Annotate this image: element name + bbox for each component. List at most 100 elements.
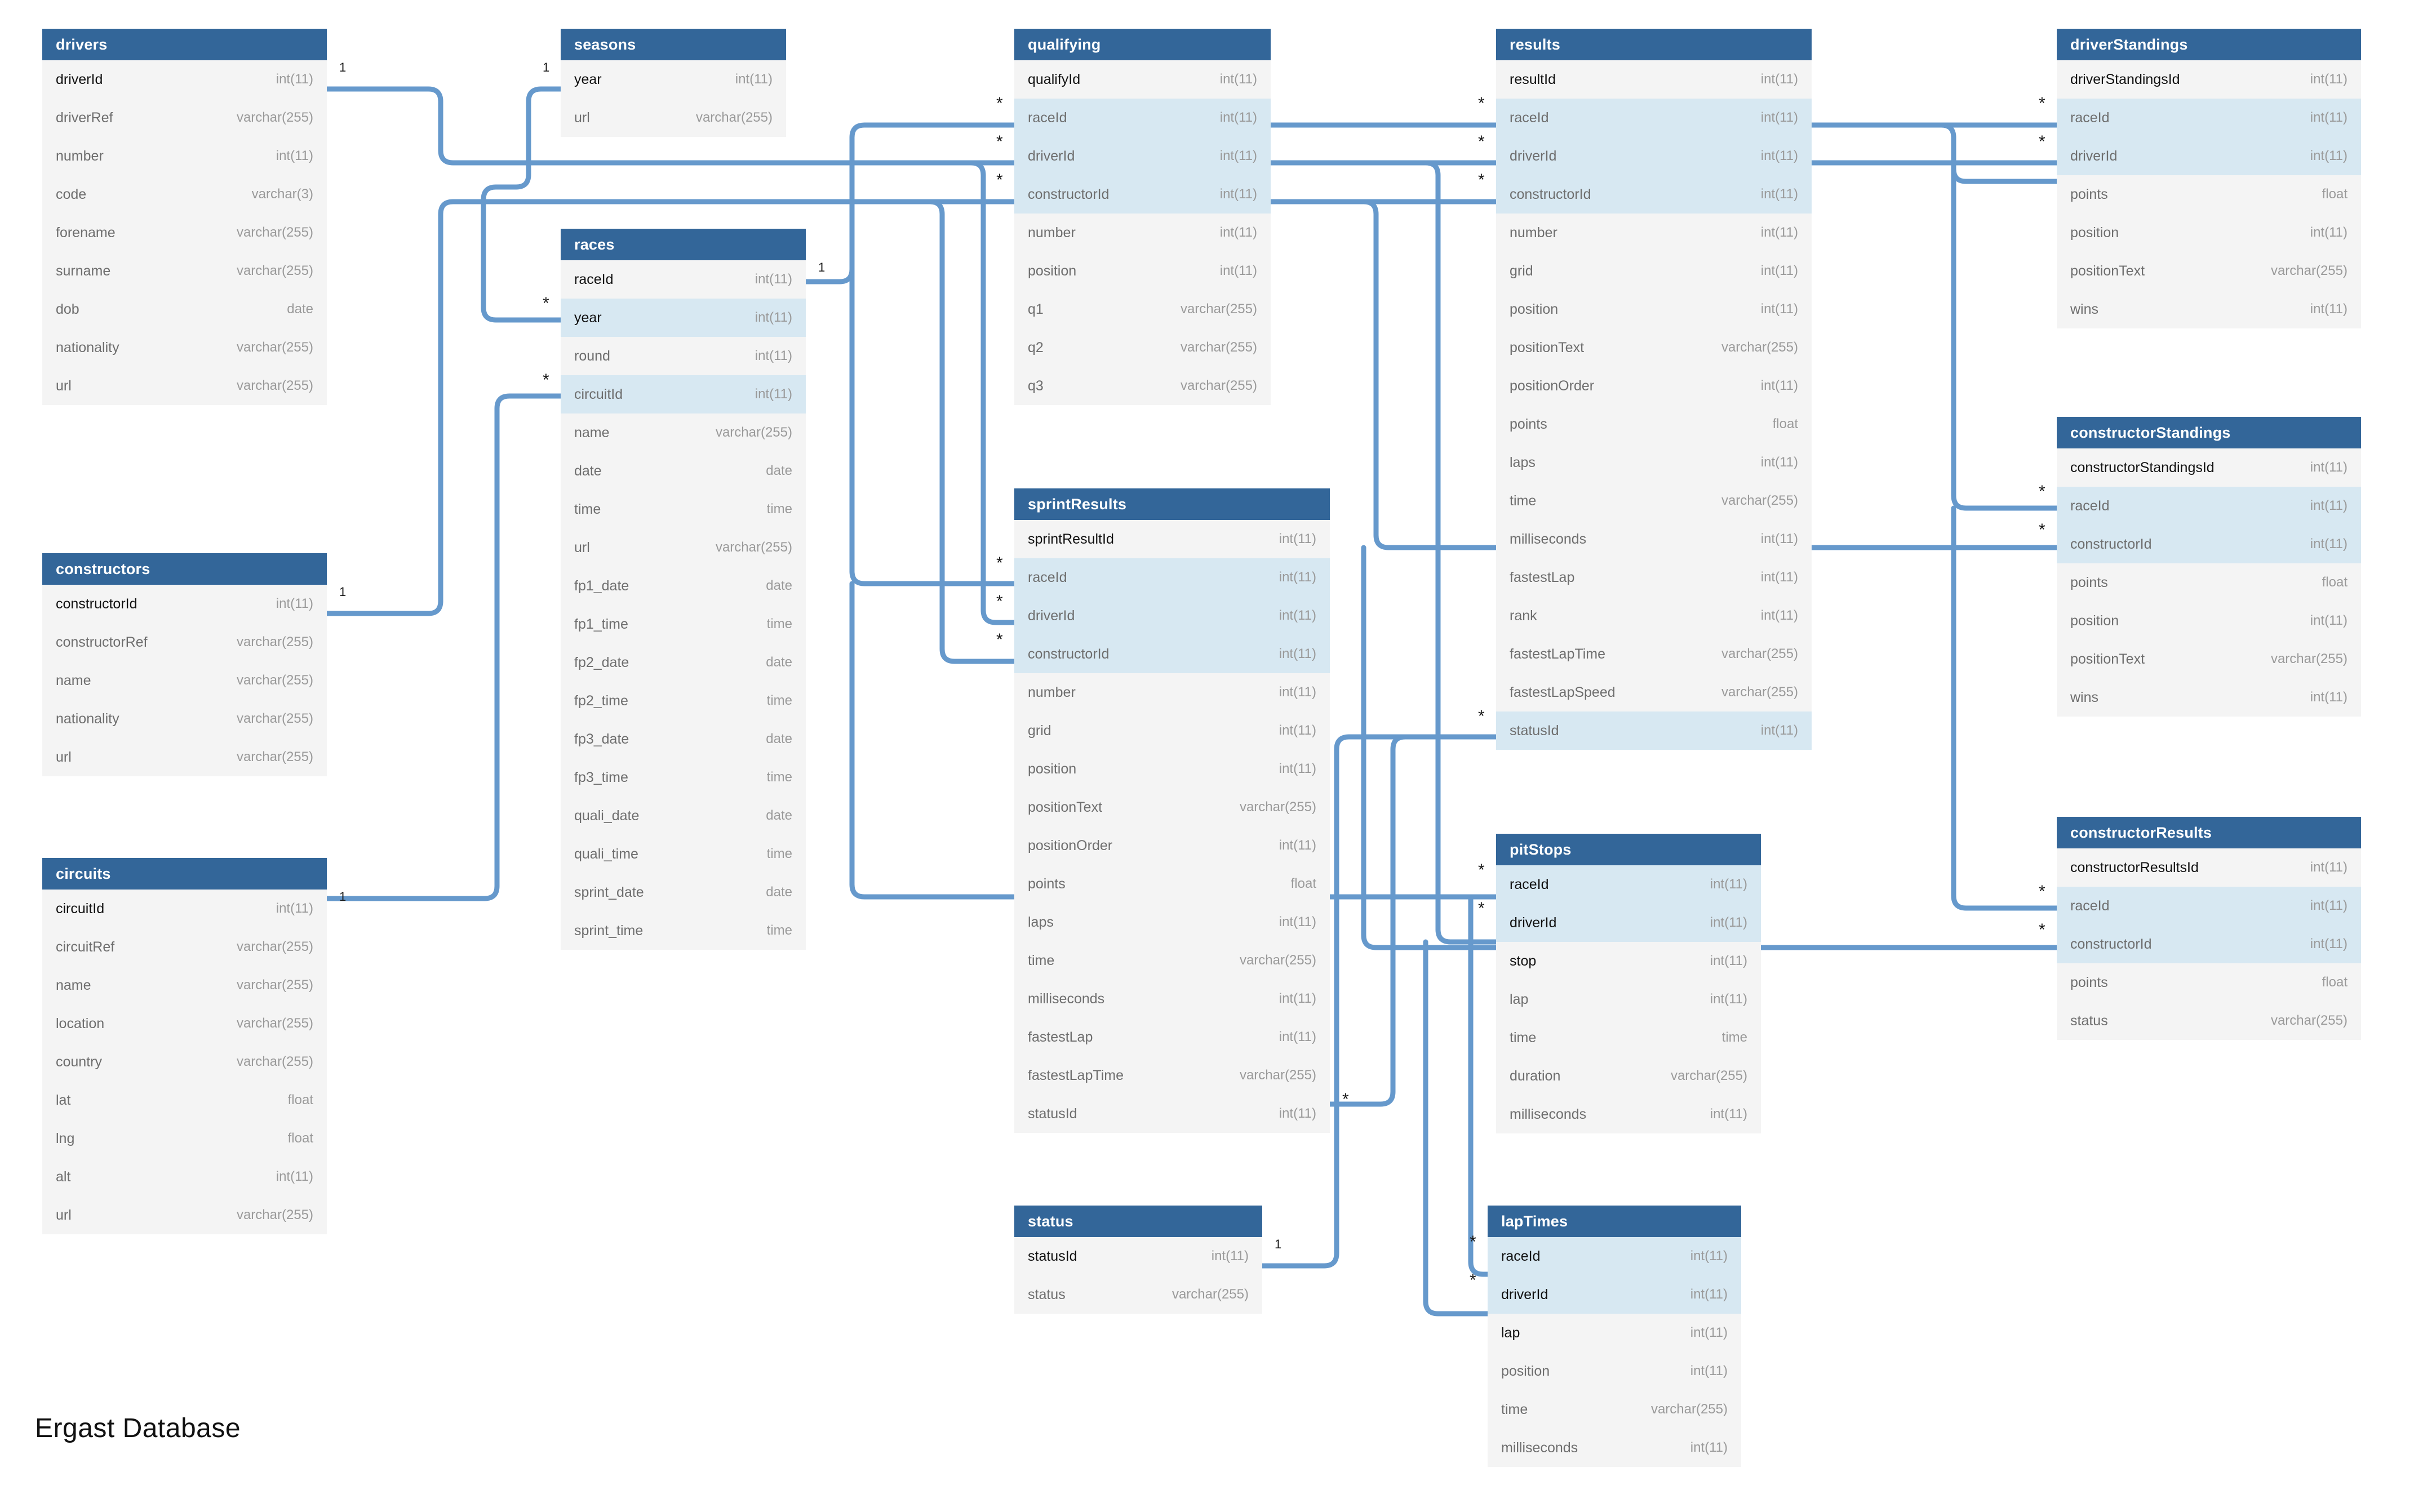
field-row-circuits-circuitRef[interactable]: circuitRefvarchar(255): [42, 928, 327, 966]
field-row-sprintResults-sprintResultId[interactable]: sprintResultIdint(11): [1014, 520, 1330, 558]
field-row-results-statusId[interactable]: statusIdint(11): [1496, 711, 1812, 750]
field-row-races-fp3_date[interactable]: fp3_datedate: [561, 720, 806, 758]
field-row-sprintResults-grid[interactable]: gridint(11): [1014, 711, 1330, 750]
field-row-driverStandings-raceId[interactable]: raceIdint(11): [2057, 99, 2361, 137]
field-row-results-time[interactable]: timevarchar(255): [1496, 482, 1812, 520]
field-row-sprintResults-raceId[interactable]: raceIdint(11): [1014, 558, 1330, 597]
field-row-pitStops-duration[interactable]: durationvarchar(255): [1496, 1057, 1761, 1095]
field-row-sprintResults-constructorId[interactable]: constructorIdint(11): [1014, 635, 1330, 673]
field-row-races-name[interactable]: namevarchar(255): [561, 413, 806, 452]
field-row-results-milliseconds[interactable]: millisecondsint(11): [1496, 520, 1812, 558]
field-row-sprintResults-positionOrder[interactable]: positionOrderint(11): [1014, 826, 1330, 865]
field-row-seasons-year[interactable]: yearint(11): [561, 60, 786, 99]
field-row-results-number[interactable]: numberint(11): [1496, 214, 1812, 252]
field-row-lapTimes-raceId[interactable]: raceIdint(11): [1488, 1237, 1741, 1275]
field-row-driverStandings-position[interactable]: positionint(11): [2057, 214, 2361, 252]
field-row-circuits-location[interactable]: locationvarchar(255): [42, 1004, 327, 1043]
field-row-driverStandings-points[interactable]: pointsfloat: [2057, 175, 2361, 214]
field-row-qualifying-raceId[interactable]: raceIdint(11): [1014, 99, 1271, 137]
table-drivers[interactable]: driversdriverIdint(11)driverRefvarchar(2…: [42, 29, 327, 405]
table-circuits[interactable]: circuitscircuitIdint(11)circuitRefvarcha…: [42, 858, 327, 1234]
field-row-constructorStandings-raceId[interactable]: raceIdint(11): [2057, 487, 2361, 525]
field-row-results-constructorId[interactable]: constructorIdint(11): [1496, 175, 1812, 214]
field-row-races-fp1_time[interactable]: fp1_timetime: [561, 605, 806, 643]
field-row-drivers-forename[interactable]: forenamevarchar(255): [42, 214, 327, 252]
field-row-results-positionOrder[interactable]: positionOrderint(11): [1496, 367, 1812, 405]
field-row-status-statusId[interactable]: statusIdint(11): [1014, 1237, 1262, 1275]
field-row-qualifying-q2[interactable]: q2varchar(255): [1014, 328, 1271, 367]
field-row-pitStops-driverId[interactable]: driverIdint(11): [1496, 904, 1761, 942]
field-row-races-year[interactable]: yearint(11): [561, 299, 806, 337]
field-row-drivers-dob[interactable]: dobdate: [42, 290, 327, 328]
field-row-circuits-url[interactable]: urlvarchar(255): [42, 1196, 327, 1234]
field-row-constructorResults-constructorResultsId[interactable]: constructorResultsIdint(11): [2057, 848, 2361, 887]
field-row-lapTimes-position[interactable]: positionint(11): [1488, 1352, 1741, 1390]
field-row-results-position[interactable]: positionint(11): [1496, 290, 1812, 328]
field-row-constructors-nationality[interactable]: nationalityvarchar(255): [42, 700, 327, 738]
field-row-races-fp2_date[interactable]: fp2_datedate: [561, 643, 806, 682]
field-row-qualifying-driverId[interactable]: driverIdint(11): [1014, 137, 1271, 175]
field-row-lapTimes-driverId[interactable]: driverIdint(11): [1488, 1275, 1741, 1314]
field-row-sprintResults-position[interactable]: positionint(11): [1014, 750, 1330, 788]
field-row-races-round[interactable]: roundint(11): [561, 337, 806, 375]
field-row-constructors-constructorRef[interactable]: constructorRefvarchar(255): [42, 623, 327, 661]
table-constructorStandings[interactable]: constructorStandingsconstructorStandings…: [2057, 417, 2361, 717]
field-row-constructorResults-status[interactable]: statusvarchar(255): [2057, 1002, 2361, 1040]
field-row-pitStops-time[interactable]: timetime: [1496, 1019, 1761, 1057]
field-row-sprintResults-points[interactable]: pointsfloat: [1014, 865, 1330, 903]
field-row-sprintResults-fastestLap[interactable]: fastestLapint(11): [1014, 1018, 1330, 1056]
field-row-races-fp2_time[interactable]: fp2_timetime: [561, 682, 806, 720]
field-row-races-sprint_date[interactable]: sprint_datedate: [561, 873, 806, 911]
field-row-drivers-nationality[interactable]: nationalityvarchar(255): [42, 328, 327, 367]
table-seasons[interactable]: seasonsyearint(11)urlvarchar(255): [561, 29, 786, 137]
field-row-sprintResults-positionText[interactable]: positionTextvarchar(255): [1014, 788, 1330, 826]
field-row-drivers-surname[interactable]: surnamevarchar(255): [42, 252, 327, 290]
field-row-qualifying-number[interactable]: numberint(11): [1014, 214, 1271, 252]
table-constructors[interactable]: constructorsconstructorIdint(11)construc…: [42, 553, 327, 776]
table-driverStandings[interactable]: driverStandingsdriverStandingsIdint(11)r…: [2057, 29, 2361, 328]
table-pitStops[interactable]: pitStopsraceIdint(11)driverIdint(11)stop…: [1496, 834, 1761, 1133]
table-results[interactable]: resultsresultIdint(11)raceIdint(11)drive…: [1496, 29, 1812, 750]
field-row-constructors-url[interactable]: urlvarchar(255): [42, 738, 327, 776]
field-row-results-fastestLapSpeed[interactable]: fastestLapSpeedvarchar(255): [1496, 673, 1812, 711]
field-row-sprintResults-laps[interactable]: lapsint(11): [1014, 903, 1330, 941]
field-row-races-sprint_time[interactable]: sprint_timetime: [561, 911, 806, 950]
field-row-results-positionText[interactable]: positionTextvarchar(255): [1496, 328, 1812, 367]
field-row-results-resultId[interactable]: resultIdint(11): [1496, 60, 1812, 99]
field-row-qualifying-constructorId[interactable]: constructorIdint(11): [1014, 175, 1271, 214]
field-row-driverStandings-positionText[interactable]: positionTextvarchar(255): [2057, 252, 2361, 290]
field-row-constructorStandings-position[interactable]: positionint(11): [2057, 602, 2361, 640]
field-row-constructorStandings-constructorId[interactable]: constructorIdint(11): [2057, 525, 2361, 563]
field-row-results-driverId[interactable]: driverIdint(11): [1496, 137, 1812, 175]
field-row-qualifying-qualifyId[interactable]: qualifyIdint(11): [1014, 60, 1271, 99]
field-row-races-quali_date[interactable]: quali_datedate: [561, 797, 806, 835]
field-row-driverStandings-driverStandingsId[interactable]: driverStandingsIdint(11): [2057, 60, 2361, 99]
field-row-races-fp1_date[interactable]: fp1_datedate: [561, 567, 806, 605]
table-constructorResults[interactable]: constructorResultsconstructorResultsIdin…: [2057, 817, 2361, 1040]
field-row-circuits-circuitId[interactable]: circuitIdint(11): [42, 890, 327, 928]
field-row-drivers-driverRef[interactable]: driverRefvarchar(255): [42, 99, 327, 137]
field-row-races-date[interactable]: datedate: [561, 452, 806, 490]
field-row-circuits-country[interactable]: countryvarchar(255): [42, 1043, 327, 1081]
field-row-drivers-driverId[interactable]: driverIdint(11): [42, 60, 327, 99]
field-row-driverStandings-driverId[interactable]: driverIdint(11): [2057, 137, 2361, 175]
field-row-pitStops-lap[interactable]: lapint(11): [1496, 980, 1761, 1019]
field-row-constructorStandings-wins[interactable]: winsint(11): [2057, 678, 2361, 717]
field-row-sprintResults-time[interactable]: timevarchar(255): [1014, 941, 1330, 980]
field-row-constructors-constructorId[interactable]: constructorIdint(11): [42, 585, 327, 623]
field-row-qualifying-q3[interactable]: q3varchar(255): [1014, 367, 1271, 405]
field-row-constructorStandings-positionText[interactable]: positionTextvarchar(255): [2057, 640, 2361, 678]
field-row-races-time[interactable]: timetime: [561, 490, 806, 528]
field-row-drivers-url[interactable]: urlvarchar(255): [42, 367, 327, 405]
field-row-qualifying-position[interactable]: positionint(11): [1014, 252, 1271, 290]
field-row-results-fastestLap[interactable]: fastestLapint(11): [1496, 558, 1812, 597]
field-row-constructorStandings-points[interactable]: pointsfloat: [2057, 563, 2361, 602]
field-row-circuits-lat[interactable]: latfloat: [42, 1081, 327, 1119]
field-row-results-points[interactable]: pointsfloat: [1496, 405, 1812, 443]
field-row-sprintResults-statusId[interactable]: statusIdint(11): [1014, 1095, 1330, 1133]
field-row-sprintResults-fastestLapTime[interactable]: fastestLapTimevarchar(255): [1014, 1056, 1330, 1095]
field-row-circuits-name[interactable]: namevarchar(255): [42, 966, 327, 1004]
field-row-qualifying-q1[interactable]: q1varchar(255): [1014, 290, 1271, 328]
field-row-results-grid[interactable]: gridint(11): [1496, 252, 1812, 290]
field-row-drivers-code[interactable]: codevarchar(3): [42, 175, 327, 214]
